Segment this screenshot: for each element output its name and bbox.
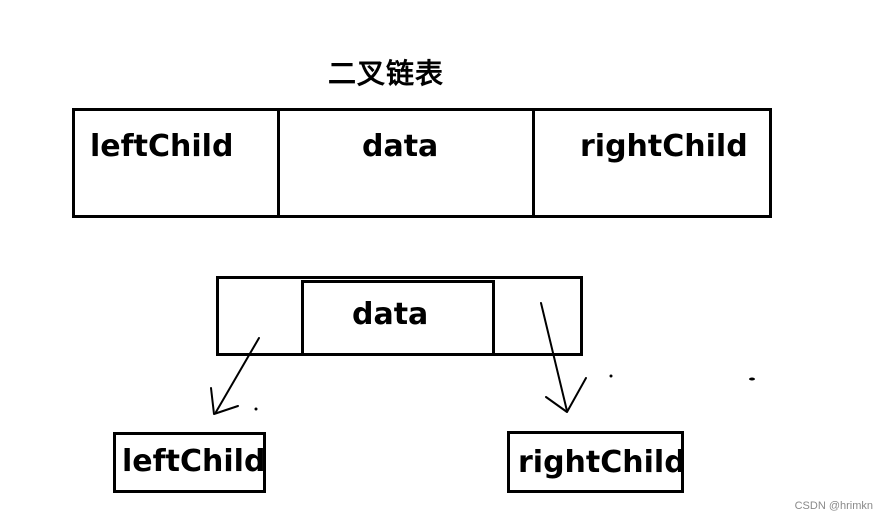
right-child-label: rightChild bbox=[518, 445, 686, 480]
tree-node-data-label: data bbox=[352, 297, 429, 332]
tree-node-data-box bbox=[301, 280, 495, 356]
left-child-box bbox=[113, 432, 266, 493]
record-divider-right bbox=[532, 108, 535, 218]
diagram-title: 二叉链表 bbox=[328, 57, 445, 90]
right-pointer-arrow bbox=[540, 302, 587, 413]
record-data-label: data bbox=[362, 129, 439, 164]
right-child-box bbox=[507, 431, 684, 493]
node-structure-record bbox=[72, 108, 772, 218]
left-pointer-arrow bbox=[210, 337, 260, 415]
record-right-child-label: rightChild bbox=[580, 129, 748, 164]
stray-marks bbox=[254, 374, 755, 411]
record-left-child-label: leftChild bbox=[90, 129, 234, 164]
left-child-label: leftChild bbox=[122, 444, 266, 479]
record-divider-left bbox=[277, 108, 280, 218]
watermark: CSDN @hrimkn bbox=[794, 500, 873, 512]
